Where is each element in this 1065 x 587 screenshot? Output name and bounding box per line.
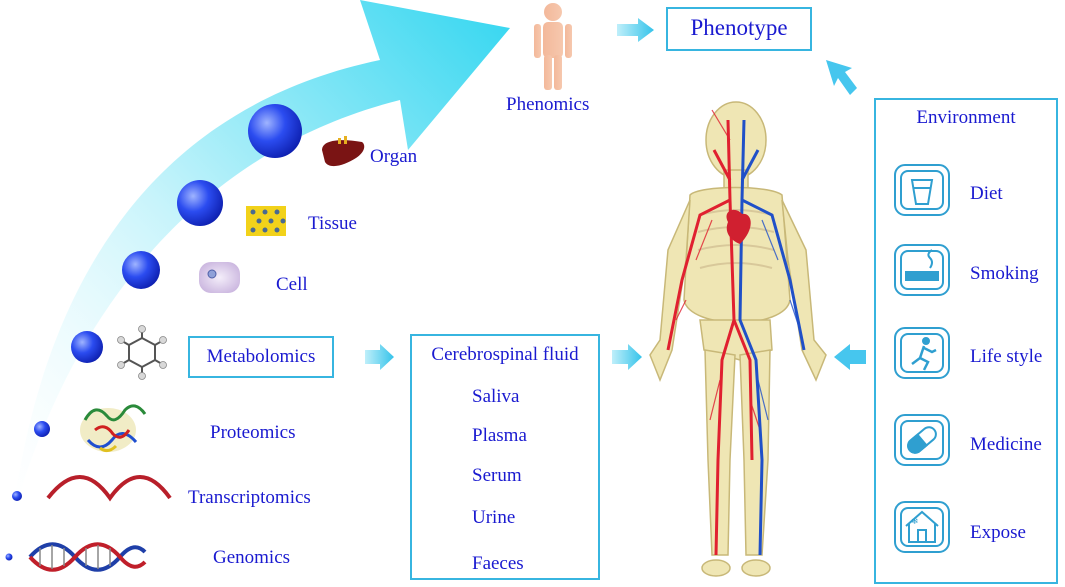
fluid-item: Saliva [472, 386, 520, 407]
rna-strand-icon [46, 475, 172, 502]
arrow-metabolomics-to-fluids [365, 344, 394, 370]
environment-item-diet: Diet [970, 183, 1003, 204]
fluid-item: Urine [472, 507, 516, 528]
anatomy-body-illustration [649, 101, 827, 577]
benzene-molecule-icon [121, 330, 163, 375]
dna-helix-icon [28, 542, 147, 572]
arrow-phenomics-to-phenotype [617, 18, 654, 42]
pill-icon [894, 414, 950, 466]
phenomics-label: Phenomics [506, 94, 590, 115]
fluid-item: Faeces [472, 553, 524, 574]
human-silhouette-icon [534, 3, 572, 90]
genomics-label: Genomics [213, 547, 291, 568]
omics-progression-arrow [12, 0, 510, 520]
tissue-label: Tissue [308, 213, 357, 234]
sphere-genomics [5, 553, 13, 561]
fluid-item: Plasma [472, 425, 527, 446]
biofluids-box: Cerebrospinal fluid Saliva Plasma Serum … [410, 334, 600, 580]
sphere-transcriptomics [12, 491, 22, 501]
environment-title: Environment [916, 107, 1016, 128]
liver-icon [322, 136, 365, 167]
environment-item-medicine: Medicine [970, 434, 1042, 455]
sphere-organ [248, 104, 302, 158]
proteomics-label: Proteomics [210, 422, 296, 443]
runner-icon [894, 327, 950, 379]
sphere-proteomics [34, 421, 50, 437]
fluid-item: Serum [472, 465, 522, 486]
cigarette-icon [894, 244, 950, 296]
environment-item-smoking: Smoking [970, 263, 1039, 284]
arrow-environment-to-phenotype [826, 60, 857, 95]
cell-icon [199, 262, 240, 293]
transcriptomics-label: Transcriptomics [188, 487, 311, 508]
arrow-fluids-to-body [612, 344, 642, 370]
tissue-icon [246, 206, 286, 236]
phenotype-box: Phenotype [666, 7, 812, 51]
svg-text:❄: ❄ [911, 516, 919, 526]
environment-item-expose: Expose [970, 522, 1026, 543]
phenotype-label: Phenotype [690, 15, 788, 40]
sphere-metabolomics [71, 331, 103, 363]
cell-label: Cell [276, 274, 308, 295]
sphere-tissue [177, 180, 223, 226]
environment-box: Environment Diet Smoking Life style Medi… [874, 98, 1058, 584]
organ-label: Organ [370, 146, 418, 167]
sphere-cell [122, 251, 160, 289]
house-exposure-icon: ❄ [894, 501, 950, 553]
fluid-item: Cerebrospinal fluid [431, 344, 579, 365]
arrow-environment-to-body [834, 344, 866, 370]
environment-item-lifestyle: Life style [970, 346, 1043, 367]
cup-icon [894, 164, 950, 216]
metabolomics-box: Metabolomics [188, 336, 334, 378]
protein-structure-icon [80, 404, 147, 453]
metabolomics-label: Metabolomics [206, 346, 316, 367]
